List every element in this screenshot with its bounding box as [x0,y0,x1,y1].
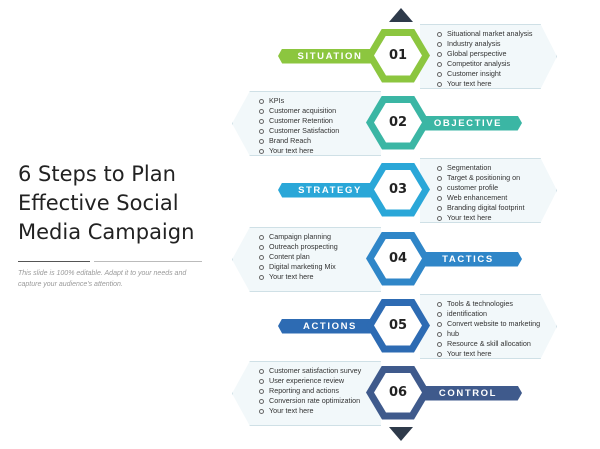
step-detail-item: hub [437,329,556,339]
step-detail-item: Campaign planning [259,232,381,242]
step-detail-item: KPIs [259,96,381,106]
step-detail-item: Your text here [259,146,381,156]
step-number: 02 [374,102,422,143]
step-detail-item: Brand Reach [259,136,381,146]
step-detail-item: Content plan [259,252,381,262]
step-detail-item: Customer satisfaction survey [259,366,381,376]
slide-subtitle: This slide is 100% editable. Adapt it to… [18,268,218,290]
step-detail-item: Branding digital footprint [437,203,556,213]
step-detail-item: Web enhancement [437,193,556,203]
step-detail-item: Your text here [437,213,556,223]
subtitle-line: This slide is 100% editable. Adapt it to… [18,270,187,277]
step-detail-item: identification [437,309,556,319]
step-detail-item: Customer acquisition [259,106,381,116]
step-detail-item: Your text here [437,79,556,89]
step-5-label: ACTIONS [278,318,382,334]
step-2-label: OBJECTIVE [414,115,522,131]
step-detail-item: Customer Satisfaction [259,126,381,136]
step-detail-item: Situational market analysis [437,29,556,39]
step-detail-item: Resource & skill allocation [437,339,556,349]
step-number: 04 [374,238,422,279]
step-number: 03 [374,169,422,210]
step-detail-item: Digital marketing Mix [259,262,381,272]
step-detail-item: Outreach prospecting [259,242,381,252]
title-line: Effective Social [18,191,179,215]
subtitle-line: capture your audience's attention. [18,281,123,288]
step-detail-item: Competitor analysis [437,59,556,69]
step-number: 01 [374,35,422,76]
step-detail-item: Industry analysis [437,39,556,49]
step-4-label: TACTICS [414,251,522,267]
step-1-label: SITUATION [278,48,382,64]
step-detail-item: Target & positioning on [437,173,556,183]
step-6-label: CONTROL [414,385,522,401]
step-number: 06 [374,372,422,413]
step-detail-item: User experience review [259,376,381,386]
title-line: Media Campaign [18,220,195,244]
step-detail-item: Tools & technologies [437,299,556,309]
step-detail-item: Your text here [437,349,556,359]
step-detail-item: Segmentation [437,163,556,173]
step-detail-item: customer profile [437,183,556,193]
step-detail-item: Customer insight [437,69,556,79]
step-detail-item: Conversion rate optimization [259,396,381,406]
step-detail-item: Your text here [259,272,381,282]
slide-title: 6 Steps to Plan Effective Social Media C… [18,160,228,247]
arrow-up-icon [389,8,413,22]
arrow-down-icon [389,427,413,441]
step-detail-item: Customer Retention [259,116,381,126]
title-divider-light [94,261,202,262]
title-divider [18,261,90,262]
title-line: 6 Steps to Plan [18,162,176,186]
step-detail-item: Convert website to marketing [437,319,556,329]
step-3-label: STRATEGY [278,182,382,198]
step-detail-item: Reporting and actions [259,386,381,396]
step-number: 05 [374,305,422,346]
step-detail-item: Your text here [259,406,381,416]
step-detail-item: Global perspective [437,49,556,59]
